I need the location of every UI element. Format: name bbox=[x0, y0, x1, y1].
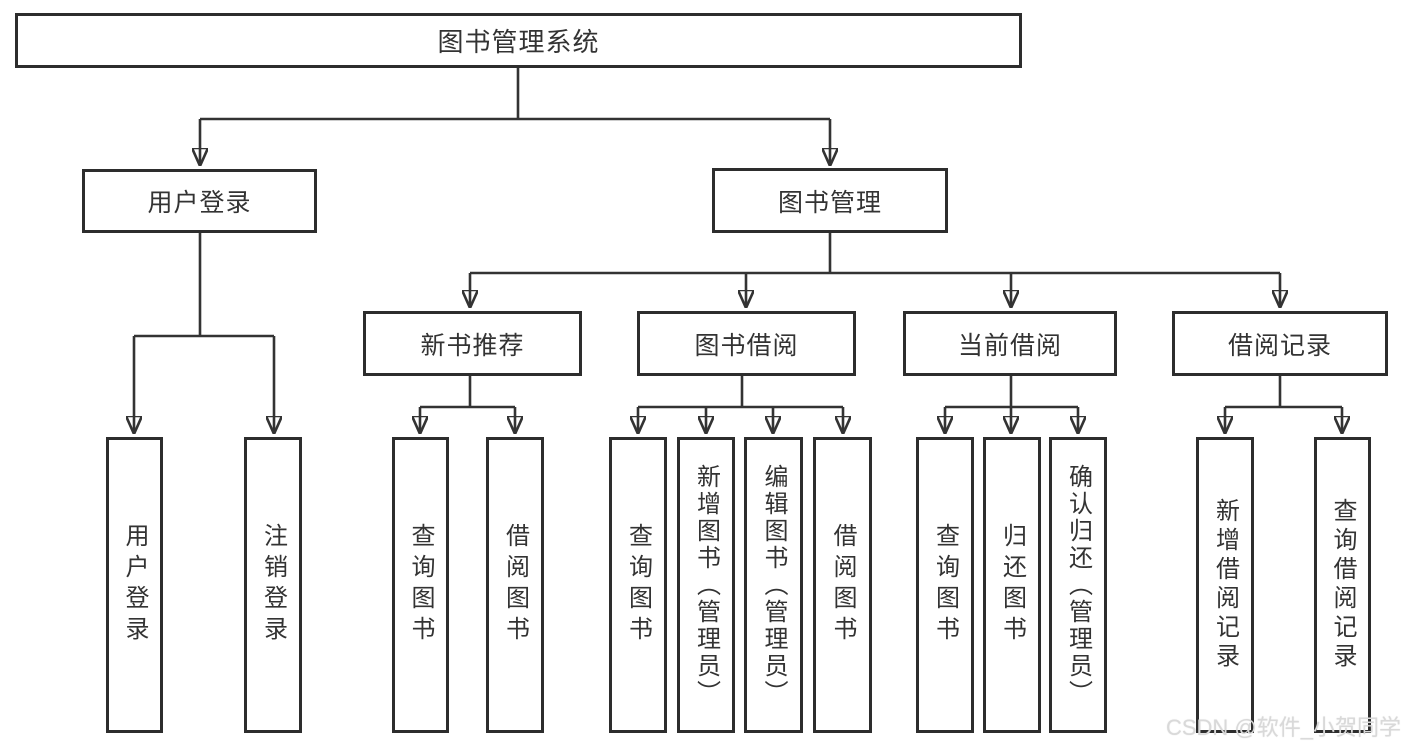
node-label: 编辑图书（管理员） bbox=[760, 463, 787, 707]
node-book-management: 图书管理 bbox=[712, 168, 948, 233]
node-borrow-edit-books-admin: 编辑图书（管理员） bbox=[744, 437, 803, 733]
node-label: 查询图书 bbox=[931, 523, 959, 647]
node-recommend-query-books: 查询图书 bbox=[392, 437, 449, 733]
node-label: 查询借阅记录 bbox=[1329, 498, 1356, 672]
node-label: 查询图书 bbox=[624, 523, 652, 647]
node-records-add-record: 新增借阅记录 bbox=[1196, 437, 1254, 733]
node-label: 借阅图书 bbox=[829, 523, 856, 647]
node-label: 新增借阅记录 bbox=[1211, 498, 1239, 672]
csdn-watermark: CSDN @软件_小贺同学 bbox=[1165, 715, 1401, 740]
node-label: 借阅图书 bbox=[501, 523, 529, 647]
node-user-login: 用户登录 bbox=[82, 169, 317, 233]
node-current-return-books: 归还图书 bbox=[983, 437, 1041, 733]
node-current-borrow: 当前借阅 bbox=[903, 311, 1117, 376]
node-label: 新增图书（管理员） bbox=[692, 463, 720, 707]
node-logout-action: 注销登录 bbox=[244, 437, 302, 733]
node-book-borrow: 图书借阅 bbox=[637, 311, 856, 376]
node-system-root: 图书管理系统 bbox=[15, 13, 1022, 68]
node-label: 用户登录 bbox=[121, 523, 148, 647]
node-label: 查询图书 bbox=[407, 523, 434, 647]
node-user-login-action: 用户登录 bbox=[106, 437, 163, 733]
node-label: 注销登录 bbox=[259, 523, 287, 647]
node-borrow-query-books: 查询图书 bbox=[609, 437, 667, 733]
node-label: 确认归还（管理员） bbox=[1064, 463, 1092, 707]
node-label: 归还图书 bbox=[998, 523, 1026, 647]
node-recommend-borrow-books: 借阅图书 bbox=[486, 437, 544, 733]
node-borrow-add-books-admin: 新增图书（管理员） bbox=[677, 437, 735, 733]
node-current-confirm-return-admin: 确认归还（管理员） bbox=[1049, 437, 1107, 733]
node-records-query-record: 查询借阅记录 bbox=[1314, 437, 1371, 733]
node-new-book-recommend: 新书推荐 bbox=[363, 311, 582, 376]
node-borrow-records: 借阅记录 bbox=[1172, 311, 1388, 376]
node-borrow-borrow-books: 借阅图书 bbox=[813, 437, 872, 733]
node-current-query-books: 查询图书 bbox=[916, 437, 974, 733]
